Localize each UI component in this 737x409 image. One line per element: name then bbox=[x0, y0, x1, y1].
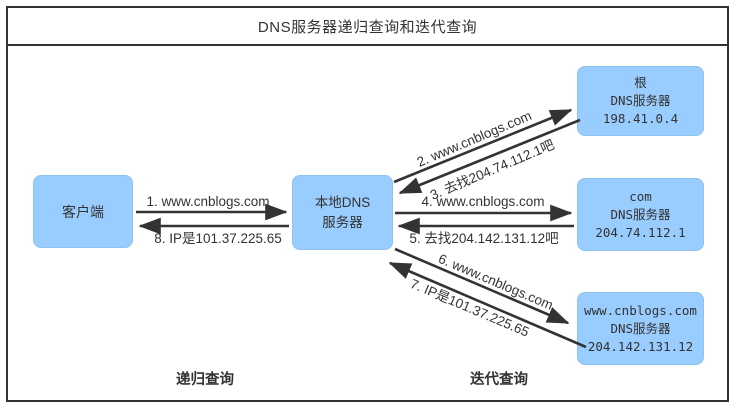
node-www-ip: 204.142.131.12 bbox=[587, 338, 694, 354]
node-local-dns-server: 本地DNS 服务器 bbox=[292, 175, 393, 250]
node-com-ip: 204.74.112.1 bbox=[595, 224, 686, 240]
title-bar: DNS服务器递归查询和迭代查询 bbox=[8, 8, 727, 46]
node-client: 客户端 bbox=[33, 175, 133, 248]
outer-frame: DNS服务器递归查询和迭代查询 bbox=[6, 6, 729, 402]
node-www-line1: www.cnblogs.com bbox=[584, 302, 697, 318]
recursive-query-label: 递归查询 bbox=[176, 372, 234, 388]
node-com-line1: com bbox=[629, 188, 652, 204]
node-root-dns-server: 根 DNS服务器 198.41.0.4 bbox=[577, 66, 704, 136]
node-local-line1: 本地DNS bbox=[314, 194, 371, 210]
node-com-line2: DNS服务器 bbox=[610, 206, 671, 222]
node-root-ip: 198.41.0.4 bbox=[602, 111, 679, 126]
node-root-line1: 根 bbox=[634, 75, 647, 90]
node-www-dns-server: www.cnblogs.com DNS服务器 204.142.131.12 bbox=[577, 292, 704, 365]
iterative-query-label: 迭代查询 bbox=[470, 372, 528, 388]
node-com-dns-server: com DNS服务器 204.74.112.1 bbox=[577, 178, 704, 251]
node-client-label: 客户端 bbox=[62, 203, 104, 220]
node-root-line2: DNS服务器 bbox=[610, 93, 671, 108]
node-local-line2: 服务器 bbox=[322, 214, 363, 230]
node-www-line2: DNS服务器 bbox=[610, 320, 671, 336]
diagram-title: DNS服务器递归查询和迭代查询 bbox=[257, 18, 478, 36]
